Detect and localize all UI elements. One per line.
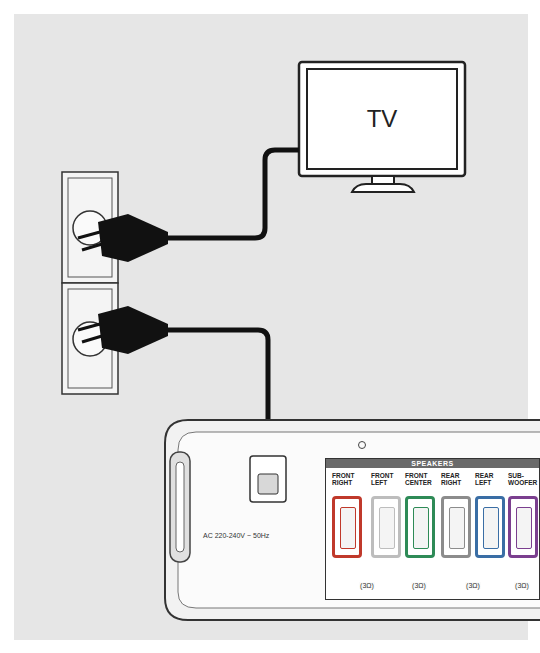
node-text: TV (367, 105, 398, 133)
impedance-label: (3Ω) (359, 582, 375, 589)
tv-screen: TV (306, 68, 458, 170)
node-text: FRONT RIGHT (332, 472, 364, 487)
terminal-socket (332, 496, 362, 558)
node-text: FRONT LEFT (371, 472, 403, 487)
terminal-socket (441, 496, 471, 558)
terminal-socket (405, 496, 435, 558)
terminal-socket (508, 496, 538, 558)
terminal-clip (379, 507, 395, 549)
terminal-clip (516, 507, 532, 549)
terminal-socket (371, 496, 401, 558)
node-text: SUB-WOOFER (508, 472, 540, 487)
home-theater-unit (165, 420, 540, 620)
terminal-clip (340, 507, 356, 549)
node-text: FRONT CENTER (405, 472, 437, 487)
impedance-label: (3Ω) (514, 582, 530, 589)
wall-outlet (62, 172, 118, 394)
speaker-terminal: FRONT RIGHT (332, 472, 364, 558)
impedance-label: (3Ω) (465, 582, 481, 589)
terminal-clip (483, 507, 499, 549)
terminal-clip (413, 507, 429, 549)
speaker-terminal: SUB-WOOFER (508, 472, 540, 558)
tv-stand (299, 62, 465, 192)
impedance-label: (3Ω) (411, 582, 427, 589)
speaker-panel: SPEAKERS FRONT RIGHT FRONT LEFTFRONT CENTE… (325, 458, 540, 600)
power-plug (78, 214, 168, 354)
terminal-socket (475, 496, 505, 558)
node-text: REAR LEFT (475, 472, 507, 487)
node-text: REAR RIGHT (441, 472, 473, 487)
speaker-terminal: FRONT CENTER (405, 472, 437, 558)
node-text: SPEAKERS (326, 459, 539, 468)
terminal-clip (449, 507, 465, 549)
power-rating: AC 220-240V ~ 50Hz (203, 532, 269, 539)
speaker-terminal: FRONT LEFT (371, 472, 403, 558)
speaker-terminal: REAR LEFT (475, 472, 507, 558)
speaker-terminal: REAR RIGHT (441, 472, 473, 558)
